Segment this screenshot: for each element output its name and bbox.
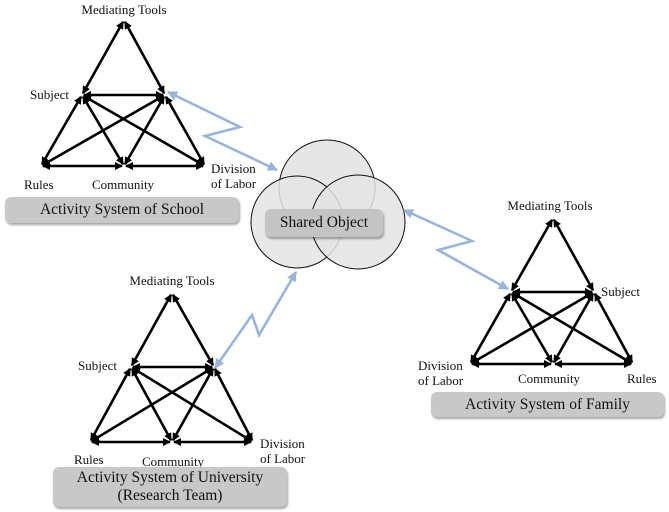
school-title-box: Activity System of School (5, 197, 239, 223)
university-division-label-2: of Labor (260, 451, 306, 466)
family-edge-top-left (510, 218, 554, 292)
school-rules-label: Rules (24, 177, 54, 192)
school-community-label: Community (91, 177, 155, 192)
university-rules-label: Rules (74, 452, 104, 467)
school-division-label-1: Division (211, 161, 256, 176)
connector-arrows (167, 90, 509, 369)
university-subject-label: Subject (78, 358, 117, 373)
family-division-label-1: Division (418, 358, 463, 373)
shared-object-label: Shared Object (265, 209, 383, 237)
school-edge-right-bm (123, 95, 166, 166)
connector-family-to-shared-object (403, 208, 509, 291)
university-mediating-tools-label: Mediating Tools (129, 273, 215, 288)
school-title: Activity System of School (39, 201, 205, 218)
family-mediating-tools-label: Mediating Tools (507, 198, 593, 213)
university-title-line-2: (Research Team) (117, 487, 223, 504)
connector-university-to-shared-object (213, 271, 298, 369)
family-community-label: Community (517, 371, 581, 386)
family-edge-right-br (593, 292, 634, 364)
university-community-label: Community (141, 454, 205, 469)
university-edge-top-right (171, 293, 215, 367)
university-edge-right-br (213, 367, 254, 442)
university-triangle (89, 293, 254, 446)
family-triangle (469, 218, 634, 368)
connector-school-to-shared-object (167, 90, 278, 172)
school-mediating-tools-label: Mediating Tools (81, 2, 167, 17)
university-title-box: Activity System of University (Research … (53, 467, 287, 507)
family-division-label-2: of Labor (418, 373, 464, 388)
family-title-box: Activity System of Family (431, 392, 664, 417)
school-subject-label: Subject (30, 87, 69, 102)
family-edge-right-bm (552, 292, 595, 364)
school-edge-top-left (81, 20, 125, 95)
school-division-label-2: of Labor (211, 176, 257, 191)
university-edge-top-left (130, 293, 173, 367)
family-edge-top-right (552, 218, 595, 292)
shared-object-circles (250, 139, 406, 270)
family-subject-label: Subject (601, 284, 640, 299)
family-title: Activity System of Family (465, 395, 630, 413)
shared-object-text: Shared Object (279, 214, 369, 231)
school-edge-top-right (123, 20, 166, 95)
university-division-label-1: Division (260, 436, 305, 451)
family-rules-label: Rules (627, 371, 657, 386)
university-title-line-1: Activity System of University (76, 469, 264, 486)
university-edge-right-bm (171, 367, 215, 442)
